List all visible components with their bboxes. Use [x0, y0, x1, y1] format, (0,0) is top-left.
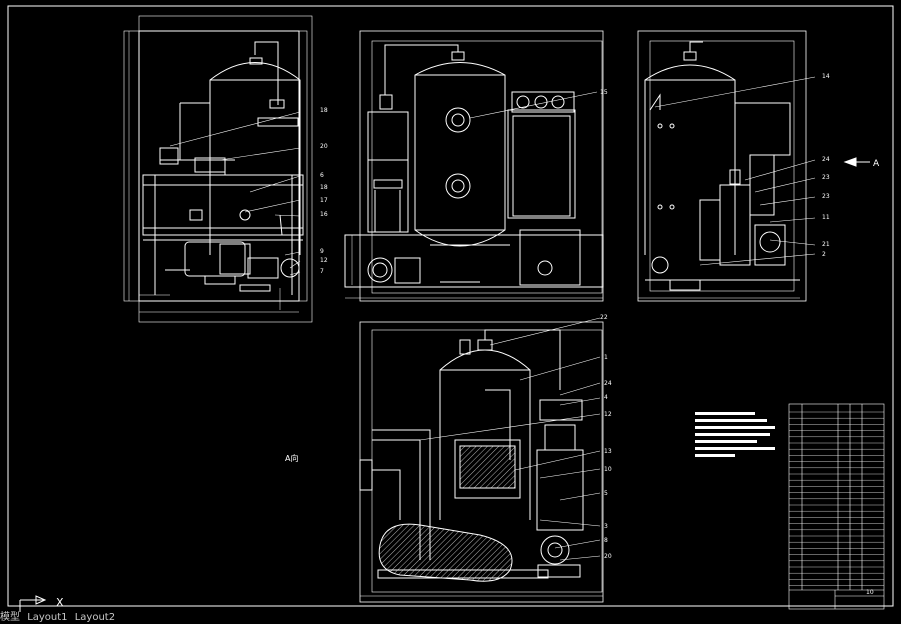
front-view: [344, 30, 604, 302]
tab-model[interactable]: 模型: [0, 612, 20, 623]
title-block-rows: [789, 411, 884, 586]
bottom-view: [359, 317, 604, 603]
right-view: [637, 30, 870, 302]
tab-layout2[interactable]: Layout2: [74, 612, 116, 623]
ucs-icon: [19, 595, 47, 612]
tab-layout1[interactable]: Layout1: [27, 612, 68, 623]
title-block: [788, 403, 885, 610]
side-view: [123, 15, 313, 323]
technical-notes: [695, 412, 775, 457]
layout-tabs: 模型 Layout1 Layout2: [0, 612, 300, 624]
drawing-border: [7, 5, 894, 607]
